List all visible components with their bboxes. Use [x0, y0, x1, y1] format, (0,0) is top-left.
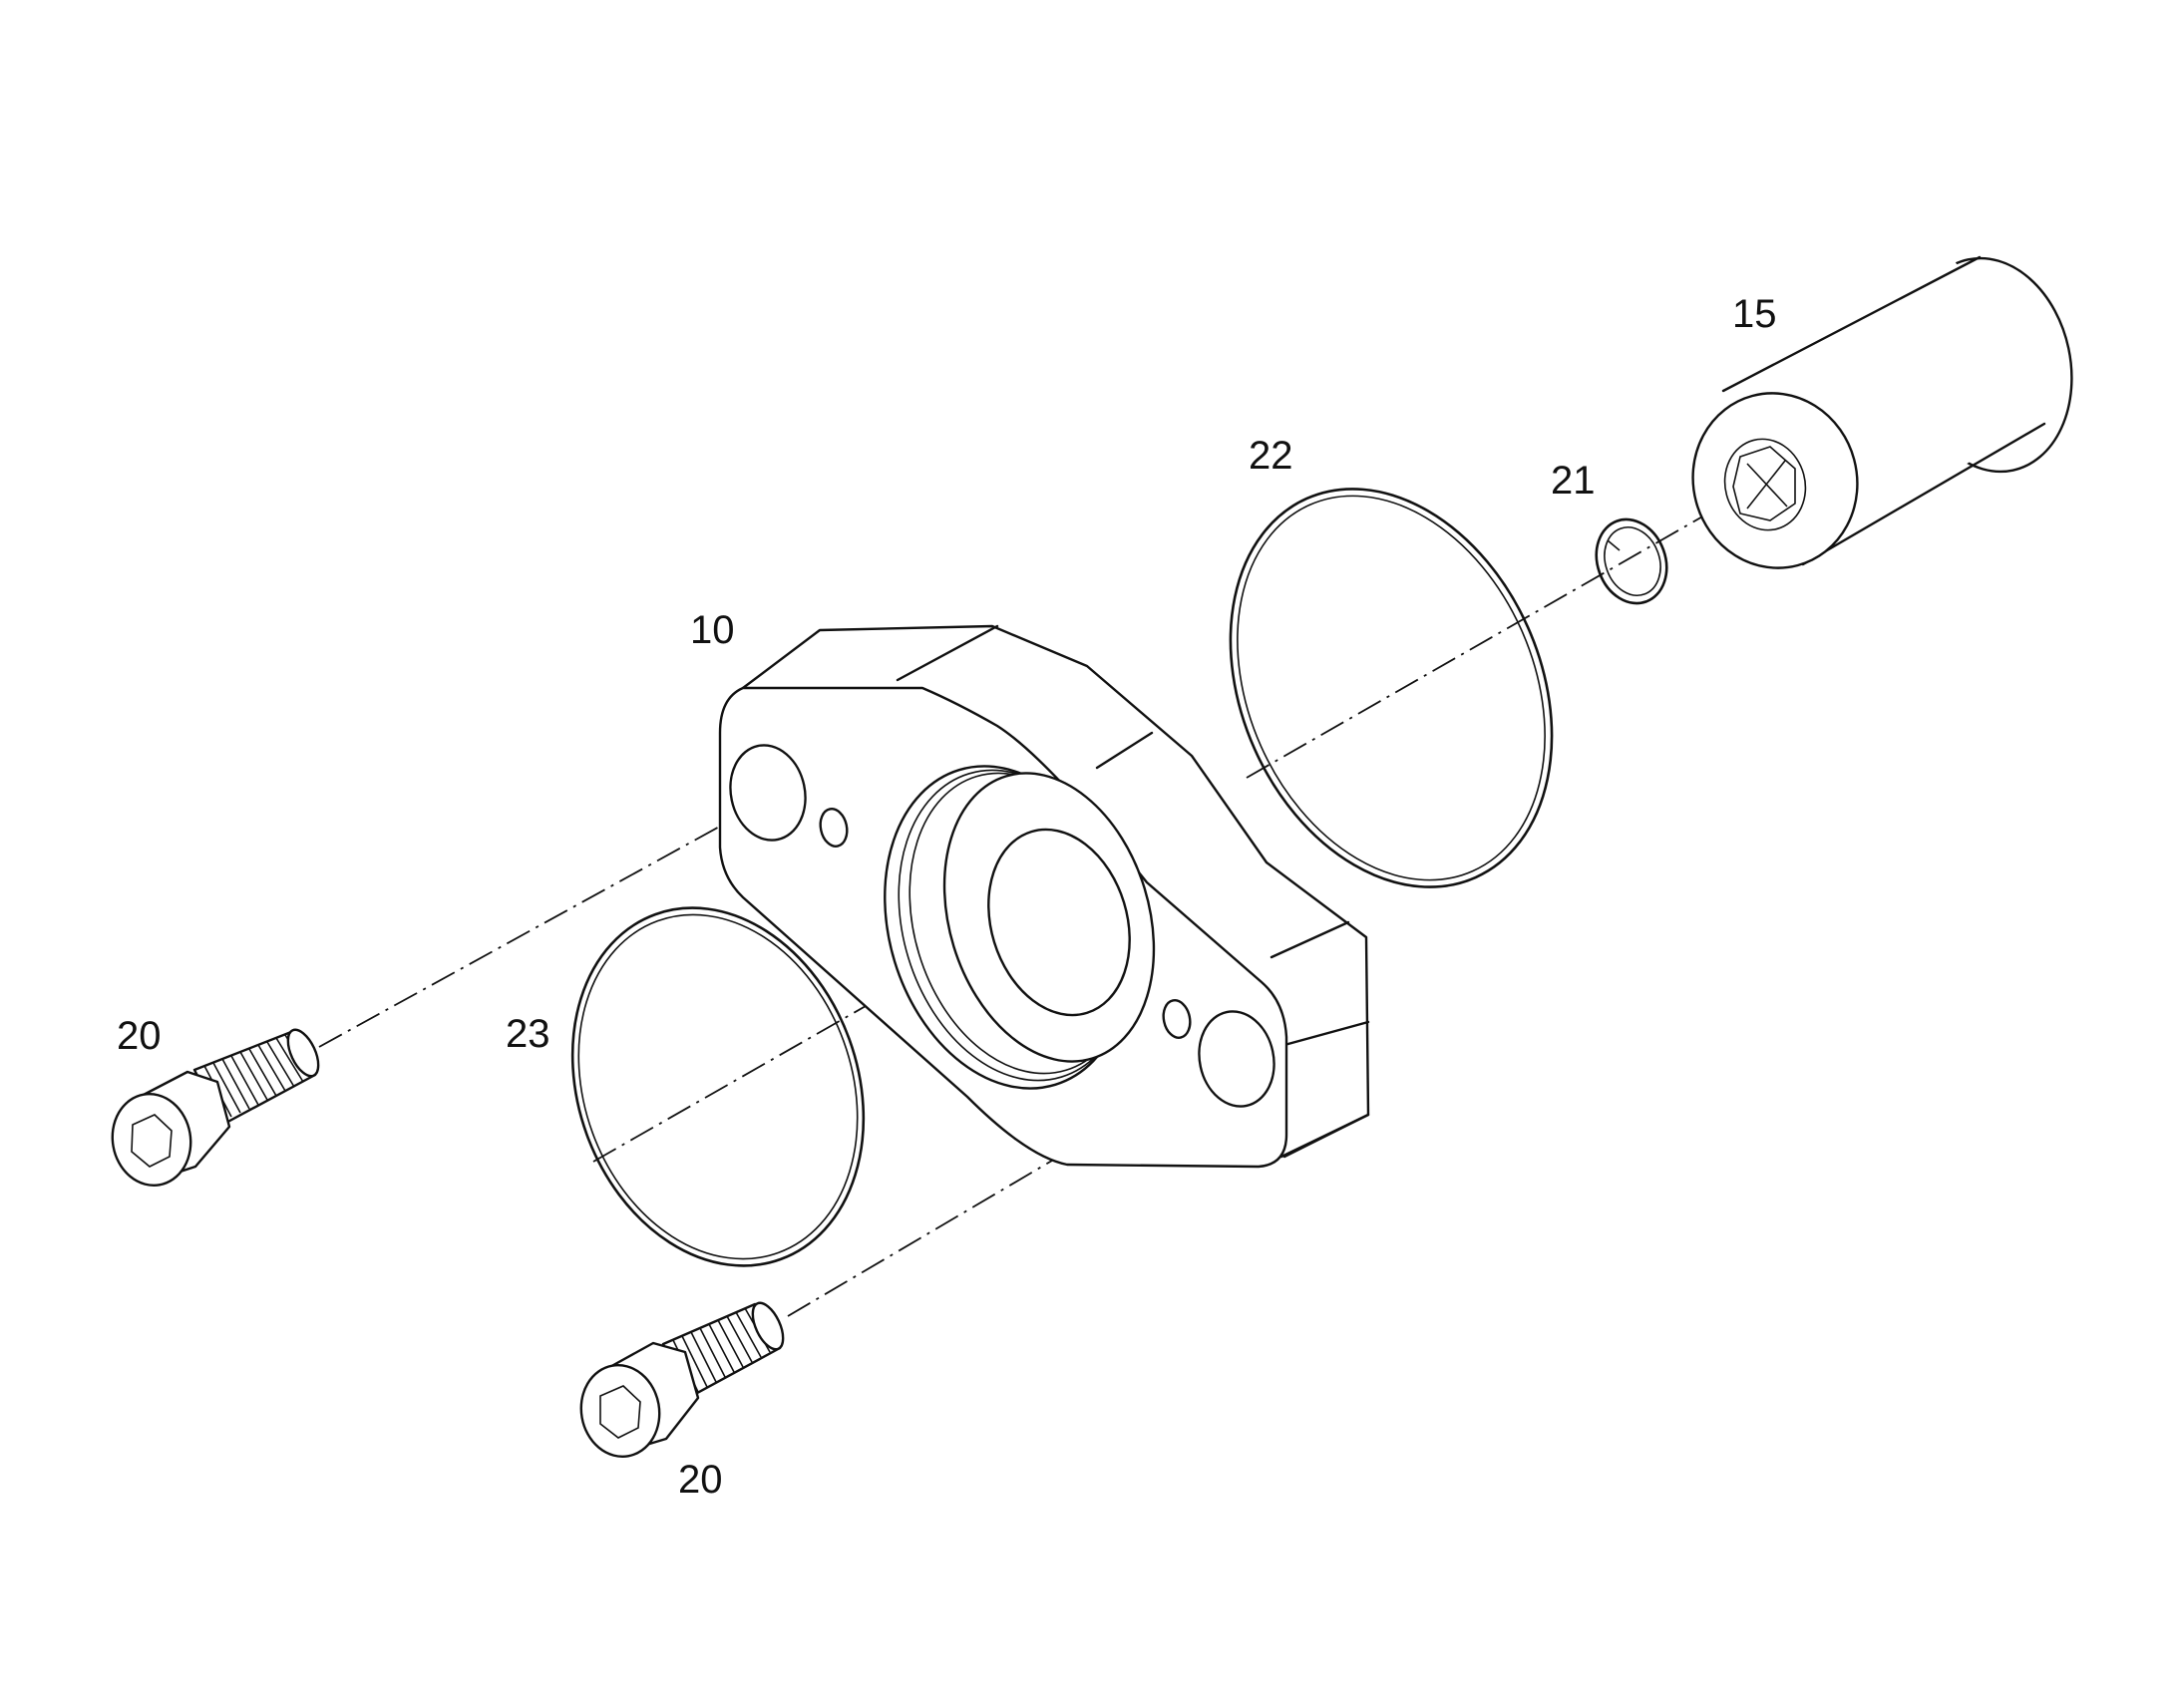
part-labels: 10 15 20 20 21 22 23: [117, 292, 1777, 1502]
label-oring-large: 22: [1249, 434, 1293, 478]
retaining-ring: [1595, 517, 1668, 605]
cap-screw-bottom: [579, 1301, 785, 1459]
label-retaining-ring: 21: [1551, 459, 1596, 503]
label-screw-bottom: 20: [678, 1458, 723, 1502]
label-flange: 10: [690, 608, 735, 652]
oring-large: [1229, 488, 1554, 888]
label-coupling: 15: [1732, 292, 1777, 336]
coupling-sleeve: [1691, 255, 2073, 569]
flange-body: [718, 624, 1370, 1169]
label-oring-small: 23: [506, 1012, 550, 1056]
oring-small: [570, 906, 866, 1267]
cap-screw-left: [111, 1028, 320, 1188]
label-screw-left: 20: [117, 1014, 162, 1058]
